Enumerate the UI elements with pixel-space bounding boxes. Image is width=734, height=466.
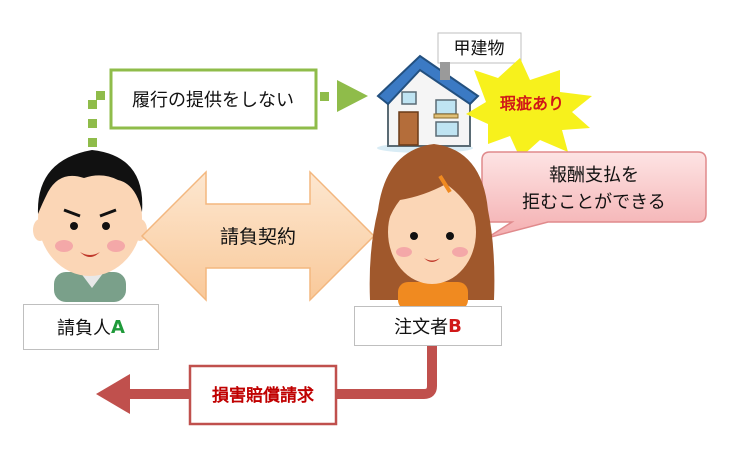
- building-label-box: [437, 32, 522, 64]
- damages-arrow: [96, 340, 437, 414]
- payment-line2: 拒むことができる: [522, 192, 666, 213]
- client-letter: B: [448, 315, 462, 337]
- damages-text: 損害賠償請求: [212, 385, 314, 406]
- client-illustration: [369, 144, 495, 310]
- defect-burst: [466, 58, 592, 158]
- building-label: 甲建物: [454, 39, 505, 59]
- damages-box: [188, 364, 338, 426]
- green-arrowhead: [337, 80, 368, 112]
- contractor-illustration: [33, 150, 147, 302]
- speech-bubble: [481, 151, 707, 239]
- house-illustration: [376, 54, 480, 153]
- not-performing-text: 履行の提供をしない: [132, 90, 294, 111]
- dotted-connector: [88, 80, 368, 147]
- client-name: 注文者: [394, 317, 449, 338]
- contractor-name: 請負人: [57, 318, 112, 339]
- defect-text: 瑕疵あり: [500, 94, 564, 113]
- contract-text: 請負契約: [220, 226, 296, 248]
- payment-line1: 報酬支払を: [549, 165, 639, 186]
- contractor-letter: A: [111, 316, 125, 338]
- not-performing-box: [109, 68, 318, 130]
